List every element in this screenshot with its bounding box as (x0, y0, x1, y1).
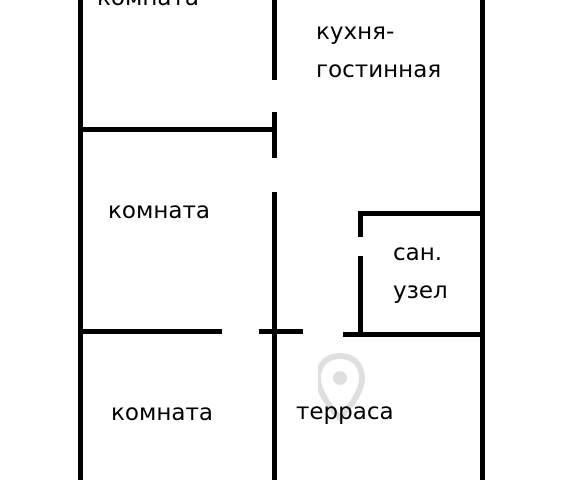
bathroom-label-line1: сан. (393, 240, 443, 266)
left-outer-wall (78, 0, 83, 480)
kitchen-label-line1: кухня- (316, 19, 395, 45)
terrace-top-wall-stub (259, 329, 303, 334)
room-middle-left-label: комната (108, 198, 210, 224)
bathroom-bottom-wall (343, 332, 484, 337)
room-top-left-label: комната (97, 0, 199, 14)
middle-left-room-bottom-wall (78, 329, 222, 334)
center-wall-segment-middle (272, 192, 277, 480)
right-outer-wall (480, 0, 485, 480)
bathroom-left-wall-lower (358, 256, 363, 336)
watermark-pin-icon (318, 352, 366, 423)
center-wall-segment-top (272, 0, 277, 80)
top-left-room-bottom-wall (78, 127, 276, 132)
bathroom-top-wall (358, 211, 484, 216)
kitchen-label-line2: гостинная (316, 57, 442, 83)
bathroom-left-wall-upper (358, 211, 363, 237)
room-bottom-left-label: комната (111, 400, 213, 426)
center-wall-segment-upper (272, 112, 277, 158)
terrace-label: терраса (296, 399, 394, 425)
bathroom-label-line2: узел (393, 278, 448, 304)
